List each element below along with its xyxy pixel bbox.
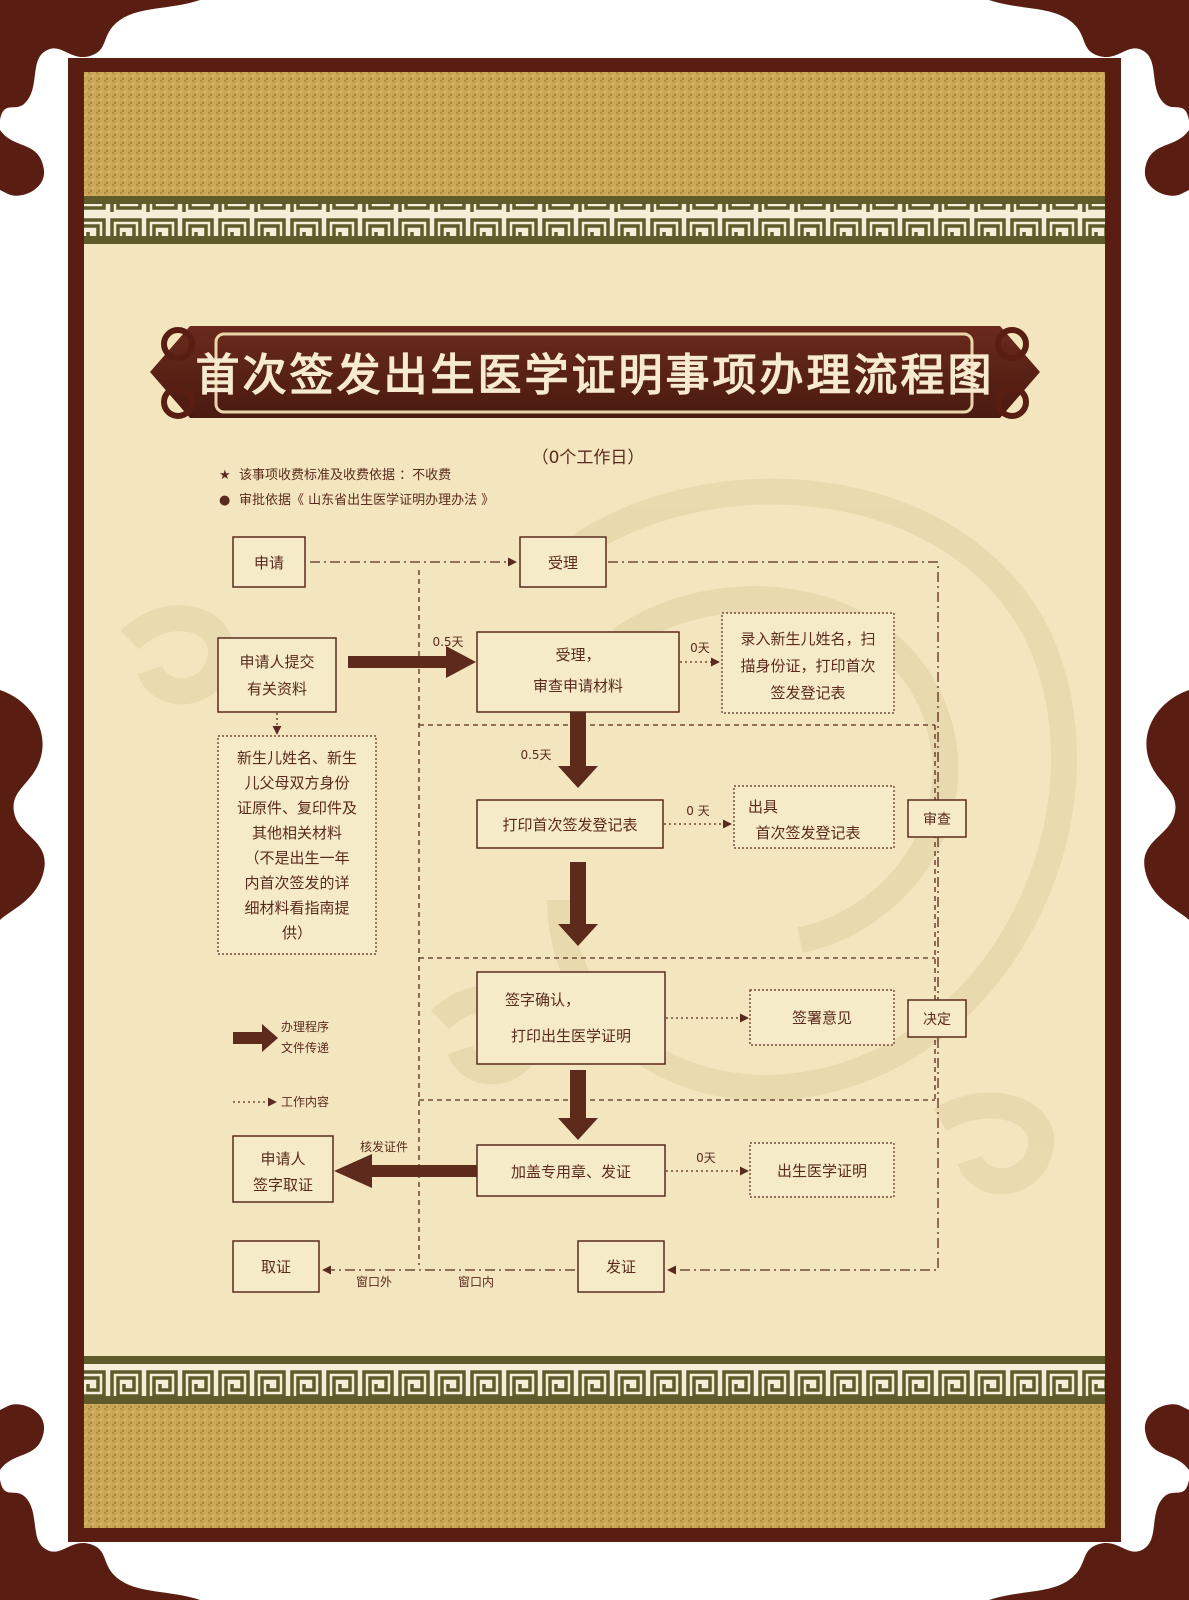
materials-line-5: （不是出生一年 (244, 849, 349, 867)
legend-transfer: 文件传递 (281, 1040, 329, 1055)
gold-band-top (84, 72, 1105, 196)
review-box-label: 审查 (923, 812, 951, 828)
materials-line-4: 其他相关材料 (252, 824, 342, 842)
inside-window-label: 窗口内 (458, 1275, 494, 1289)
verify-label: 核发证件 (360, 1139, 408, 1154)
page-title: 首次签发出生医学证明事项办理流程图 (196, 350, 995, 401)
seal-issue-label: 加盖专用章、发证 (511, 1163, 631, 1181)
gold-band-bottom (84, 1404, 1105, 1528)
legend-procedure: 办理程序 (281, 1019, 329, 1034)
accept-review-line-2: 审查申请材料 (533, 677, 623, 695)
materials-line-3: 证原件、复印件及 (237, 799, 357, 817)
band-line (84, 196, 1105, 204)
take-box-label: 取证 (261, 1258, 291, 1276)
sign-opinion-label: 签署意见 (792, 1009, 852, 1027)
issue-form-line-2: 首次签发登记表 (755, 824, 860, 842)
dotted-boxes (217, 612, 895, 1198)
dotted-connectors (272, 657, 749, 1176)
outside-window-label: 窗口外 (356, 1275, 392, 1289)
materials-line-2: 儿父母双方身份 (244, 774, 349, 792)
issue-box-label: 发证 (606, 1258, 636, 1276)
corner-ornament-bottom-left (0, 1404, 200, 1600)
arrow-down-3 (558, 1070, 598, 1140)
band-line (84, 1356, 1105, 1364)
print-form-label: 打印首次签发登记表 (502, 816, 637, 834)
materials-line-1: 新生儿姓名、新生 (237, 749, 357, 767)
sign-print-line-2: 打印出生医学证明 (511, 1027, 631, 1045)
arrow-submit (348, 646, 476, 678)
solid-boxes (217, 536, 967, 1293)
band-line (84, 1396, 1105, 1404)
issue-form-line-1: 出具 (748, 798, 778, 816)
meander-border-top (84, 204, 1105, 236)
band-line (84, 236, 1105, 244)
input-info-line-3: 签发登记表 (770, 684, 845, 702)
sign-print-line-1: 签字确认， (505, 991, 580, 1009)
accept-box-label: 受理 (548, 554, 578, 572)
certificate-label: 出生医学证明 (777, 1162, 867, 1180)
materials-line-6: 内首次签发的详 (244, 874, 349, 892)
duration-label-3: 0.5天 (520, 748, 551, 762)
applicant-sign-line-2: 签字取证 (253, 1176, 313, 1194)
legend-content: 工作内容 (281, 1094, 329, 1109)
side-ornament-left (0, 690, 45, 920)
arrow-issue-certificate (334, 1154, 478, 1188)
input-info-line-2: 描身份证，打印首次 (740, 657, 875, 675)
accept-review-line-1: 受理， (555, 646, 600, 664)
star-icon: ★ (219, 468, 231, 483)
duration-label-5: 0天 (696, 1151, 716, 1165)
duration-label-1: 0.5天 (432, 635, 463, 649)
corner-ornament-top-left (0, 0, 200, 196)
fee-note: 该事项收费标准及收费依据 ：不收费 (239, 468, 451, 483)
duration-label-2: 0天 (690, 641, 710, 655)
applicant-sign-line-1: 申请人 (260, 1150, 305, 1168)
input-info-line-1: 录入新生儿姓名，扫 (740, 630, 875, 648)
bullet-icon: ● (219, 493, 230, 508)
legend-thick-arrow-icon (233, 1024, 278, 1052)
decide-box-label: 决定 (923, 1012, 951, 1028)
arrow-down-2 (558, 862, 598, 946)
duration-label-4: 0 天 (686, 804, 709, 818)
dash-dot-connectors (310, 557, 943, 1275)
materials-line-8: 供） (282, 924, 312, 942)
applicant-submit-line-1: 申请人提交 (239, 653, 314, 671)
subtitle: （0个工作日） (532, 448, 645, 468)
materials-line-7: 细材料看指南提 (244, 899, 349, 917)
applicant-submit-line-2: 有关资料 (247, 680, 307, 698)
corner-ornament-bottom-right (989, 1404, 1189, 1600)
lane-lines (418, 570, 936, 1265)
basis-note: 审批依据《 山东省出生医学证明办理办法 》 (239, 492, 494, 508)
meander-border-bottom (84, 1364, 1105, 1396)
apply-box-label: 申请 (254, 554, 284, 572)
legend: 办理程序 文件传递 工作内容 (233, 1019, 329, 1109)
side-ornament-right (1144, 690, 1189, 920)
title-banner: 首次签发出生医学证明事项办理流程图 (150, 326, 1040, 419)
arrow-down-1 (558, 712, 598, 788)
procedure-arrows (334, 646, 598, 1188)
corner-ornament-top-right (989, 0, 1189, 196)
